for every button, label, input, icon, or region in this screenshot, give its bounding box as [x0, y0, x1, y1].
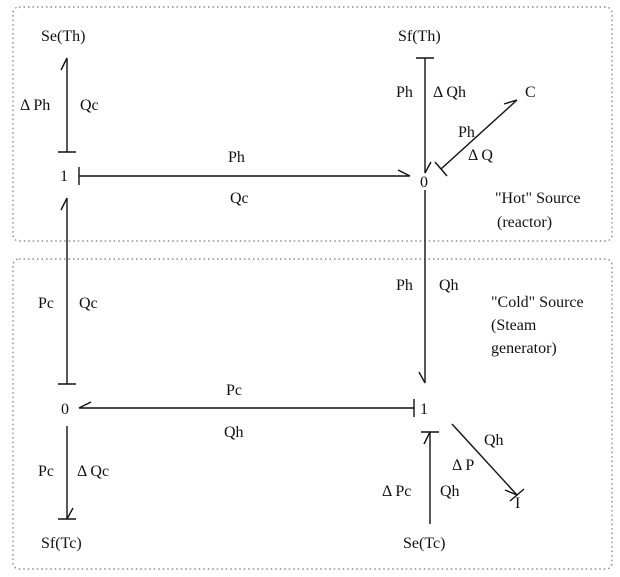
label-left-v-effort: Pc — [38, 295, 54, 312]
label-top-h-effort: Ph — [228, 149, 245, 166]
node-zero-top: 0 — [420, 174, 428, 191]
node-sf-th: Sf(Th) — [398, 28, 441, 45]
label-left-v-flow: Qc — [79, 295, 98, 312]
cold-source-title: "Cold" Source — [491, 294, 584, 311]
label-se-tc-flow: Qh — [440, 483, 460, 500]
bond-sf-tc — [58, 426, 76, 520]
node-se-th: Se(Th) — [41, 28, 85, 45]
bond-top-horizontal — [78, 167, 411, 185]
bond-se-th — [58, 57, 76, 153]
node-se-tc: Se(Tc) — [403, 535, 445, 552]
label-sf-tc-flow: Δ Qc — [77, 463, 109, 480]
hot-source-subtitle: (reactor) — [497, 214, 552, 231]
bond-i — [451, 423, 525, 502]
bond-se-tc — [421, 431, 439, 524]
label-right-v-flow: Qh — [439, 277, 459, 294]
label-top-h-flow: Qc — [230, 190, 249, 207]
label-i-effort: Δ P — [452, 457, 474, 474]
node-i: I — [515, 495, 520, 512]
node-one-top: 1 — [60, 168, 68, 185]
label-bottom-h-flow: Qh — [224, 424, 244, 441]
label-sf-th-flow: Δ Qh — [433, 84, 466, 101]
hot-source-title: "Hot" Source — [495, 190, 581, 207]
cold-source-region — [12, 258, 613, 570]
label-se-th-effort: Δ Ph — [20, 97, 50, 114]
label-se-th-flow: Qc — [80, 97, 99, 114]
bond-left-vertical — [58, 197, 76, 385]
hot-source-region — [12, 6, 613, 242]
label-c-flow: Δ Q — [468, 147, 493, 164]
bond-c — [434, 99, 518, 177]
label-sf-tc-effort: Pc — [38, 463, 54, 480]
node-c: C — [525, 84, 536, 101]
label-c-effort: Ph — [458, 124, 475, 141]
cold-source-subtitle-2: generator) — [491, 340, 557, 357]
label-i-flow: Qh — [484, 432, 504, 449]
bond-right-vertical — [418, 190, 426, 384]
bond-bottom-horizontal — [78, 399, 415, 417]
node-zero-bottom: 0 — [61, 401, 69, 418]
label-se-tc-effort: Δ Pc — [382, 483, 411, 500]
cold-source-subtitle-1: (Steam — [491, 317, 537, 334]
bond-sf-th — [416, 57, 434, 174]
label-right-v-effort: Ph — [396, 277, 413, 294]
node-one-bottom: 1 — [420, 401, 428, 418]
node-sf-tc: Sf(Tc) — [41, 535, 82, 552]
label-bottom-h-effort: Pc — [226, 382, 242, 399]
label-sf-th-effort: Ph — [396, 84, 413, 101]
